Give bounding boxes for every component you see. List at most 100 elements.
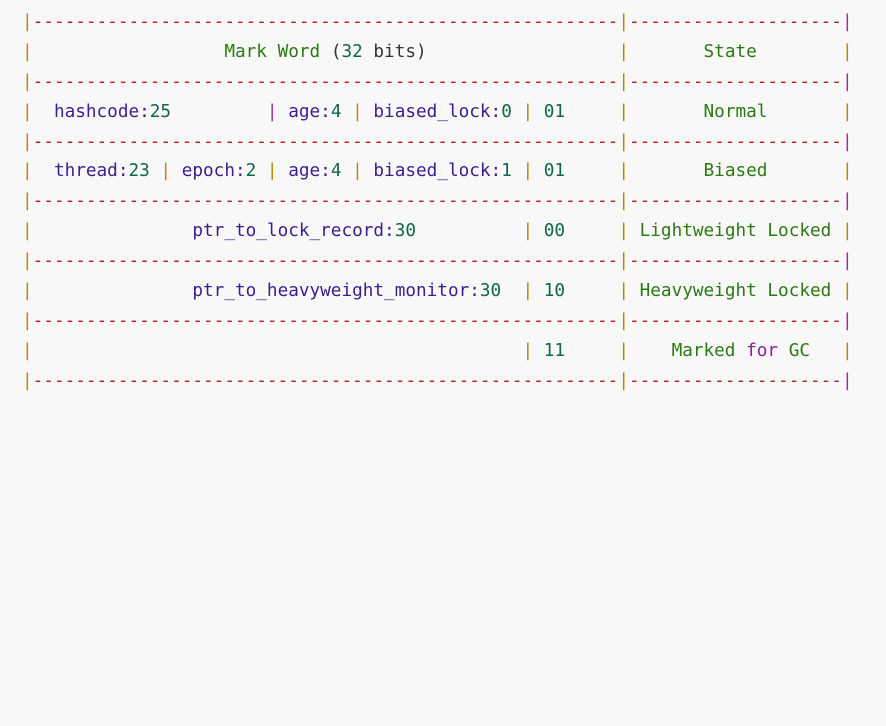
header-bits-number: 32	[341, 41, 363, 62]
pipe: |	[618, 221, 629, 242]
pipe: |	[618, 251, 629, 272]
field-ptr-to-heavyweight-monitor: ptr_to_heavyweight_monitor:	[192, 281, 480, 302]
field-epoch: epoch:	[181, 161, 246, 182]
pipe: |	[618, 340, 629, 361]
field-bits: 30	[394, 221, 417, 242]
dashes: ----------------------------------------…	[32, 310, 619, 331]
row-normal: | hashcode: 25 | age: 4 | biased_lock: 0…	[22, 98, 853, 128]
pipe: |	[618, 131, 629, 152]
state-label: GC	[788, 340, 811, 361]
pipe: |	[22, 310, 33, 331]
dashes: --------------------	[628, 370, 842, 391]
pipe: |	[618, 12, 629, 32]
separator-line: |---------------------------------------…	[22, 367, 853, 397]
field-age: age:	[288, 101, 331, 122]
pipe: |	[22, 101, 33, 122]
pipe: |	[352, 101, 363, 122]
field-bits: 1	[501, 161, 512, 182]
field-bits: 0	[501, 101, 512, 122]
lock-bits: 11	[543, 340, 566, 361]
pipe: |	[618, 310, 629, 331]
pipe: |	[618, 41, 629, 62]
pipe: |	[841, 161, 853, 182]
dashes: --------------------	[628, 251, 842, 272]
pipe: |	[522, 161, 534, 182]
field-biased-lock: biased_lock:	[373, 161, 502, 182]
separator-line: |---------------------------------------…	[22, 8, 853, 38]
state-label: Normal	[703, 101, 768, 122]
lock-bits: 00	[543, 221, 566, 242]
paren: (	[330, 41, 342, 62]
pipe: |	[841, 221, 853, 242]
pipe: |	[22, 12, 33, 32]
pipe: |	[160, 161, 172, 182]
lock-bits: 10	[543, 281, 566, 302]
dashes: --------------------	[628, 310, 842, 331]
state-label-keyword: for	[746, 340, 779, 361]
field-bits: 25	[149, 101, 172, 122]
field-thread: thread:	[53, 161, 129, 182]
pipe: |	[266, 161, 278, 182]
header-word: Word	[277, 41, 321, 62]
field-biased-lock: biased_lock:	[373, 101, 502, 122]
field-bits: 2	[245, 161, 257, 182]
pipe: |	[22, 221, 33, 242]
field-bits: 4	[330, 161, 342, 182]
state-label: Biased	[703, 161, 768, 182]
row-biased: | thread: 23 | epoch: 2 | age: 4 | biase…	[22, 157, 853, 187]
separator-line: |---------------------------------------…	[22, 187, 853, 217]
separator-line: |---------------------------------------…	[22, 247, 853, 277]
pipe: |	[618, 281, 629, 302]
pipe: |	[22, 161, 33, 182]
field-hashcode: hashcode:	[53, 101, 150, 122]
pipe: |	[22, 370, 33, 391]
pipe: |	[22, 281, 33, 302]
row-marked-for-gc: | | 11 | Marked for GC |	[22, 337, 853, 367]
pipe: |	[841, 251, 853, 272]
pipe: |	[22, 191, 33, 212]
field-ptr-to-lock-record: ptr_to_lock_record:	[192, 221, 395, 242]
dashes: ----------------------------------------…	[32, 191, 619, 212]
pipe: |	[22, 71, 33, 92]
dashes: --------------------	[628, 71, 842, 92]
field-bits: 30	[479, 281, 502, 302]
state-label: Heavyweight	[639, 281, 757, 302]
separator-line: |---------------------------------------…	[22, 68, 853, 98]
header-row: | Mark Word ( 32 bits) | State |	[22, 38, 853, 68]
dashes: --------------------	[628, 191, 842, 212]
pipe: |	[841, 12, 853, 32]
dashes: ----------------------------------------…	[32, 370, 619, 391]
pipe: |	[22, 340, 33, 361]
pipe: |	[841, 191, 853, 212]
dashes: ----------------------------------------…	[32, 71, 619, 92]
dashes: ----------------------------------------…	[32, 251, 619, 272]
pipe: |	[22, 41, 33, 62]
dashes: --------------------	[628, 131, 842, 152]
header-state: State	[703, 41, 757, 62]
row-lightweight-locked: | ptr_to_lock_record: 30 | 00 | Lightwei…	[22, 217, 853, 247]
state-label: Locked	[767, 221, 832, 242]
mark-word-table-code-block: |---------------------------------------…	[22, 8, 853, 397]
field-age: age:	[288, 161, 331, 182]
header-bits: bits)	[373, 41, 427, 62]
row-heavyweight-locked: | ptr_to_heavyweight_monitor: 30 | 10 | …	[22, 277, 853, 307]
pipe: |	[841, 281, 853, 302]
field-bits: 4	[330, 101, 342, 122]
pipe: |	[841, 370, 853, 391]
header-mark: Mark	[224, 41, 267, 62]
pipe: |	[522, 101, 534, 122]
state-label: Marked	[671, 340, 736, 361]
pipe: |	[618, 161, 629, 182]
pipe: |	[841, 71, 853, 92]
pipe: |	[841, 310, 853, 331]
pipe: |	[522, 340, 534, 361]
field-bits: 23	[128, 161, 150, 182]
pipe: |	[841, 340, 853, 361]
pipe: |	[522, 281, 534, 302]
lock-bits: 01	[543, 161, 566, 182]
pipe: |	[841, 131, 853, 152]
separator-line: |---------------------------------------…	[22, 307, 853, 337]
state-label: Locked	[767, 281, 832, 302]
state-label: Lightweight	[639, 221, 757, 242]
dashes: ----------------------------------------…	[32, 12, 619, 32]
